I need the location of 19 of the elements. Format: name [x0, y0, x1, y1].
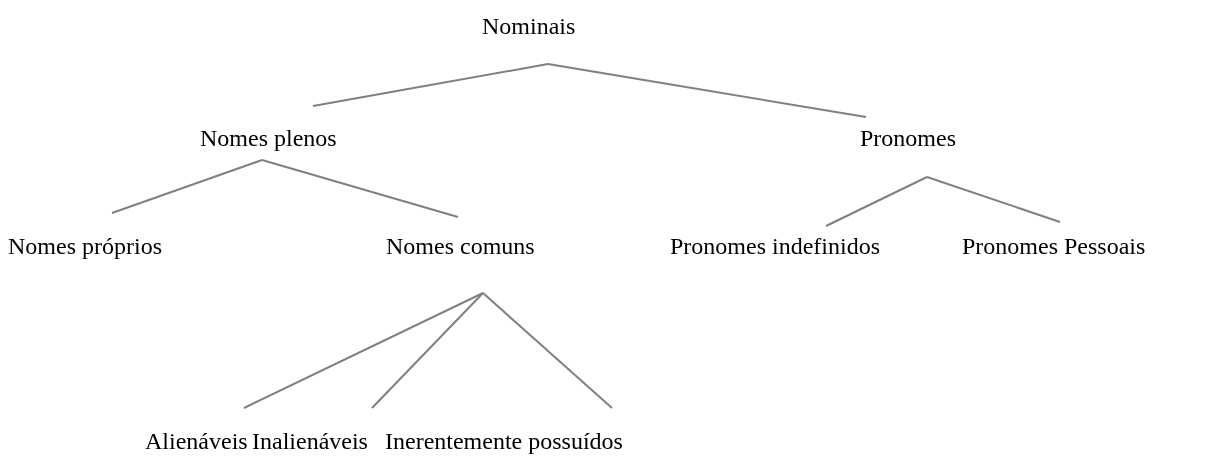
- category-label: Pronomes: [860, 117, 956, 152]
- tree-branch-line: [547, 63, 867, 118]
- tree-branch-line: [926, 176, 1061, 223]
- category-label: Pronomes Pessoais: [962, 232, 1146, 260]
- category-label: Nomes comuns: [386, 232, 535, 260]
- category-label: Inerentemente possuídos: [385, 408, 623, 455]
- category-label: Pronomes indefinidos: [670, 232, 880, 260]
- tree-branch-line: [111, 159, 263, 214]
- tree-branch-line: [243, 292, 484, 409]
- tree-branch-line: [261, 159, 459, 218]
- category-label: Alienáveis: [145, 408, 248, 455]
- tree-branch-line: [825, 176, 928, 227]
- category-label: Nomes plenos: [200, 124, 337, 152]
- tree-branch-line: [371, 292, 484, 409]
- tree-branch-line: [312, 63, 549, 107]
- tree-branch-line: [482, 292, 613, 409]
- category-label: Inalienáveis: [252, 408, 368, 455]
- category-label: Nomes próprios: [8, 232, 162, 260]
- category-label: Nominais: [482, 12, 576, 40]
